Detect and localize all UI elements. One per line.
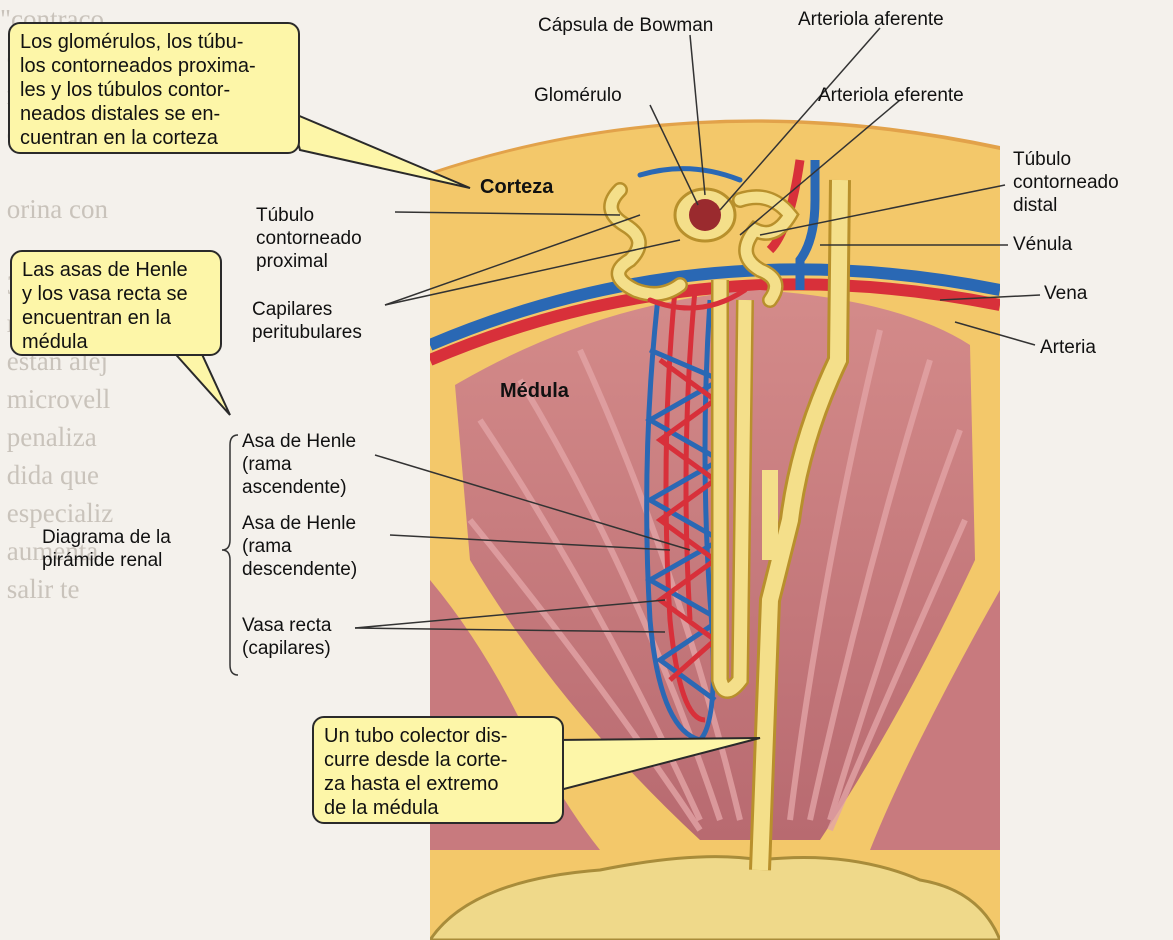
- label-vasa-recta: Vasa recta (capilares): [242, 614, 331, 660]
- label-corteza: Corteza: [480, 176, 553, 199]
- label-arteriola-aferente: Arteriola aferente: [798, 8, 944, 31]
- label-tubulo-proximal: Túbulo contorneado proximal: [256, 204, 362, 273]
- callout-medula: Las asas de Henle y los vasa recta se en…: [10, 250, 222, 356]
- callout-tail-medula: [170, 348, 230, 415]
- label-capsula-bowman: Cápsula de Bowman: [538, 14, 713, 37]
- label-diagrama-piramide: Diagrama de la pirámide renal: [42, 526, 171, 572]
- label-arteria: Arteria: [1040, 336, 1096, 359]
- callout-corteza: Los glomérulos, los túbu- los contornead…: [8, 22, 300, 154]
- label-vena: Vena: [1044, 282, 1087, 305]
- label-venula: Vénula: [1013, 233, 1072, 256]
- label-asa-ascendente: Asa de Henle (rama ascendente): [242, 430, 356, 499]
- label-glomerulo: Glomérulo: [534, 84, 622, 107]
- label-capilares: Capilares peritubulares: [252, 298, 362, 344]
- callout-tail-corteza: [290, 112, 470, 188]
- label-medula: Médula: [500, 380, 569, 403]
- label-arteriola-eferente: Arteriola eferente: [818, 84, 964, 107]
- glomerulus: [689, 199, 721, 231]
- bracket-brace: [222, 435, 238, 675]
- label-tubulo-distal: Túbulo contorneado distal: [1013, 148, 1119, 217]
- callout-colector: Un tubo colector dis- curre desde la cor…: [312, 716, 564, 824]
- label-asa-descendente: Asa de Henle (rama descendente): [242, 512, 357, 581]
